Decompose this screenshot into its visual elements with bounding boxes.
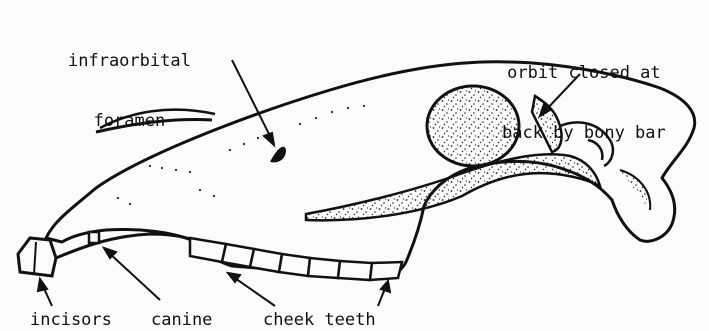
label-cheek-teeth: cheek teeth [263,310,376,330]
label-incisors: incisors [30,310,112,330]
label-infraorbital-line1: infraorbital [68,51,191,71]
label-infraorbital-line2: foramen [68,111,191,131]
canine-tooth [89,232,99,243]
cheek-teeth [190,238,402,280]
label-orbit-line1: orbit closed at [502,63,666,83]
infraorbital-foramen [270,147,286,163]
incisors-shape [18,238,56,276]
label-orbit-line2: back by bony bar [502,123,666,143]
label-canine: canine [151,310,212,330]
label-orbit: orbit closed at back by bony bar [502,23,666,183]
label-infraorbital-foramen: infraorbital foramen [68,11,191,171]
